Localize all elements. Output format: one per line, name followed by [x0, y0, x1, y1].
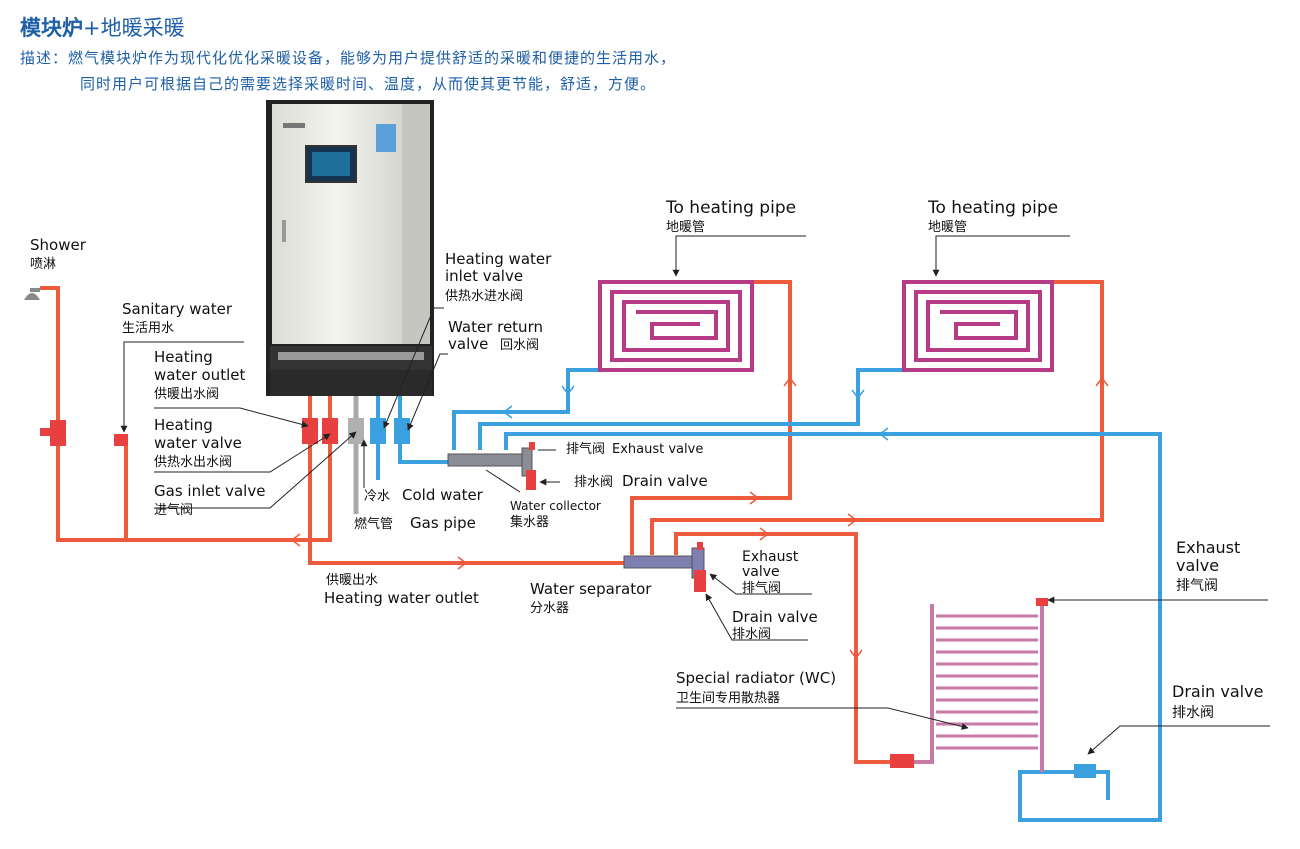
label-right-exhaust-cn: 排气阀: [1176, 578, 1218, 594]
separator-exhaust-valve: [697, 542, 703, 550]
label-outlet-en: Heating water outlet: [324, 589, 479, 607]
sanitary-tap-pipe: [114, 438, 128, 540]
gas-inlet-valve: [348, 418, 364, 444]
label-heat-outlet-en1: Heating: [154, 348, 213, 366]
label-to-heating-1-cn: 地暖管: [666, 220, 705, 235]
separator-drain-valve: [694, 570, 706, 592]
sanitary-hot-pipe: [40, 286, 332, 542]
label-collector-en: Water collector: [510, 499, 601, 513]
shower-valve-handle: [40, 428, 50, 436]
label-outlet-cn: 供暖出水: [326, 573, 378, 588]
description-line-1: 描述：燃气模块炉作为现代化优化采暖设备，能够为用户提供舒适的采暖和便捷的生活用水…: [20, 49, 677, 67]
floor-coil-2: [902, 280, 1054, 372]
label-to-heating-2-cn: 地暖管: [928, 220, 967, 235]
heating-outlet-pipe: [308, 396, 630, 565]
sanitary-tap: [114, 434, 128, 446]
label-to-heating-1-en: To heating pipe: [665, 198, 796, 218]
label-drain-top-en: Drain valve: [622, 472, 708, 490]
label-shower-cn: 喷淋: [30, 257, 56, 272]
label-heat-water-en2: water valve: [154, 434, 242, 452]
vent-grille: [278, 352, 424, 360]
label-radiator-cn: 卫生间专用散热器: [676, 691, 780, 706]
radiator-drain-valve: [1074, 764, 1096, 778]
label-gas-pipe-en: Gas pipe: [410, 514, 476, 532]
label-cold-cn: 冷水: [364, 489, 390, 504]
label-heat-inlet-en1: Heating water: [445, 250, 552, 268]
title-suffix: +地暖采暖: [83, 16, 185, 40]
boiler-side-panel: [402, 104, 430, 344]
label-right-exhaust-en2: valve: [1176, 556, 1219, 575]
collector-exhaust-valve: [529, 442, 535, 450]
label-exhaust-top-en: Exhaust valve: [612, 442, 703, 457]
label-exhaust-top-cn: 排气阀: [566, 441, 605, 457]
leader-lines: [120, 235, 1270, 755]
label-heat-water-cn: 供热水出水阀: [154, 455, 232, 470]
return-from-coil-2: [478, 368, 902, 450]
boiler-unit: [266, 100, 434, 396]
label-gas-pipe-cn: 燃气管: [354, 516, 393, 532]
heating-inlet-valve: [370, 418, 386, 444]
label-sanitary-cn: 生活用水: [122, 321, 174, 336]
label-sep-exhaust-en1: Exhaust: [742, 549, 799, 565]
heating-outlet-valve: [302, 418, 318, 444]
label-heat-water-en1: Heating: [154, 416, 213, 434]
special-radiator: [912, 604, 1044, 772]
feed-to-radiator: [674, 532, 912, 764]
label-gas-inlet-en: Gas inlet valve: [154, 482, 265, 500]
label-to-heating-2-en: To heating pipe: [927, 198, 1058, 218]
diagram-labels: Shower 喷淋 Sanitary water 生活用水 Heating wa…: [30, 198, 1263, 721]
heating-water-valve: [322, 418, 338, 444]
collector-drain-valve: [526, 470, 536, 490]
label-sep-exhaust-cn: 排气阀: [742, 580, 781, 596]
brand-logo: [283, 123, 305, 128]
boiler-bottom: [270, 370, 432, 396]
label-sanitary-en: Sanitary water: [122, 300, 233, 318]
radiator-inlet-valve: [890, 754, 914, 768]
shower-head-icon: [24, 288, 40, 300]
floor-heating-coils: [598, 280, 1054, 372]
label-sep-drain-en: Drain valve: [732, 608, 818, 626]
water-return-valve: [394, 418, 410, 444]
shower-valve: [50, 420, 66, 446]
feed-to-heating-1: [630, 280, 792, 555]
label-right-drain-en: Drain valve: [1172, 682, 1263, 701]
door-handle: [282, 220, 286, 242]
label-separator-en: Water separator: [530, 580, 652, 598]
label-right-drain-cn: 排水阀: [1172, 705, 1214, 721]
label-collector-cn: 集水器: [510, 514, 549, 530]
label-right-exhaust-en1: Exhaust: [1176, 538, 1240, 557]
label-return-en1: Water return: [448, 318, 543, 336]
label-separator-cn: 分水器: [530, 601, 569, 616]
floor-coil-1: [598, 280, 754, 372]
header: 模块炉+地暖采暖 描述：燃气模块炉作为现代化优化采暖设备，能够为用户提供舒适的采…: [20, 12, 676, 94]
label-heat-inlet-en2: inlet valve: [445, 267, 523, 285]
energy-label: [376, 124, 396, 152]
water-collector: [447, 442, 536, 490]
label-cold-en: Cold water: [402, 486, 484, 504]
flow-arrows: [290, 376, 1109, 660]
return-from-coil-1: [452, 368, 598, 450]
page-title: 模块炉+地暖采暖: [20, 12, 676, 42]
description-line-2: 同时用户可根据自己的需要选择采暖时间、温度，从而使其更节能，舒适，方便。: [80, 75, 657, 93]
label-heat-outlet-cn: 供暖出水阀: [154, 387, 219, 402]
label-shower-en: Shower: [30, 236, 87, 254]
label-return-en2: valve: [448, 335, 488, 353]
feed-to-heating-2: [650, 280, 1104, 555]
title-main: 模块炉: [20, 16, 83, 40]
label-heat-inlet-cn: 供热水进水阀: [445, 289, 523, 304]
water-separator: [623, 542, 706, 592]
return-from-radiator: [504, 432, 1162, 822]
label-radiator-en: Special radiator (WC): [676, 669, 836, 687]
label-gas-inlet-cn: 进气阀: [154, 502, 193, 518]
label-return-cn: 回水阀: [500, 338, 539, 353]
label-heat-outlet-en2: water outlet: [154, 366, 245, 384]
label-sep-drain-cn: 排水阀: [732, 627, 771, 642]
radiator-exhaust-valve: [1036, 598, 1048, 606]
label-drain-top-cn: 排水阀: [574, 475, 613, 490]
control-screen: [312, 152, 350, 176]
label-sep-exhaust-en2: valve: [742, 564, 780, 580]
